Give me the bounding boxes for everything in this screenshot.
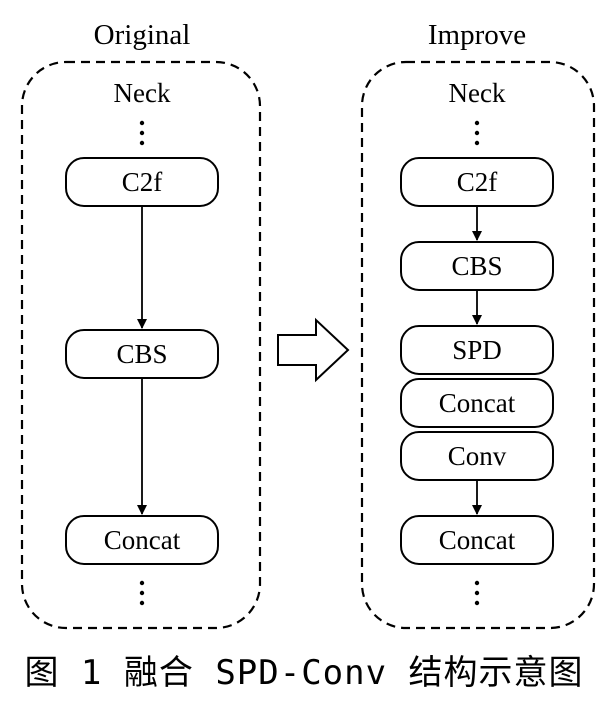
improve-block-concat-mid-label: Concat xyxy=(439,388,516,418)
improve-block-concat-bottom-label: Concat xyxy=(439,525,516,555)
improve-block-conv: Conv xyxy=(400,431,554,481)
improve-panel: Improve Neck C2f CBS SPD Concat xyxy=(360,19,596,630)
improve-block-concat-bottom: Concat xyxy=(400,515,554,565)
improve-ellipsis-top xyxy=(474,120,480,146)
improve-block-c2f-label: C2f xyxy=(457,167,498,197)
improve-block-cbs-label: CBS xyxy=(451,251,502,281)
improve-neck-label: Neck xyxy=(449,78,506,108)
original-ellipsis-bottom xyxy=(139,580,145,606)
improve-block-cbs: CBS xyxy=(400,241,554,291)
improve-block-spd-label: SPD xyxy=(452,335,502,365)
improve-block-c2f: C2f xyxy=(400,157,554,207)
transform-arrow-icon xyxy=(277,317,350,383)
improve-ellipsis-bottom xyxy=(474,580,480,606)
original-dashed-frame xyxy=(20,60,262,630)
improve-title: Improve xyxy=(428,19,526,51)
original-title: Original xyxy=(94,19,191,51)
original-block-concat-label: Concat xyxy=(104,525,181,555)
improve-block-spd: SPD xyxy=(400,325,554,375)
improve-block-concat-mid: Concat xyxy=(400,378,554,428)
original-ellipsis-top xyxy=(139,120,145,146)
figure-caption: 图 1 融合 SPD-Conv 结构示意图 xyxy=(24,653,584,693)
original-block-concat: Concat xyxy=(65,515,219,565)
original-block-c2f-label: C2f xyxy=(122,167,163,197)
original-panel: Original Neck C2f CBS Concat xyxy=(20,19,262,630)
original-neck-label: Neck xyxy=(114,78,171,108)
original-block-cbs: CBS xyxy=(65,329,219,379)
original-block-c2f: C2f xyxy=(65,157,219,207)
original-block-cbs-label: CBS xyxy=(116,339,167,369)
improve-dashed-frame xyxy=(360,60,596,630)
improve-block-conv-label: Conv xyxy=(448,441,507,471)
